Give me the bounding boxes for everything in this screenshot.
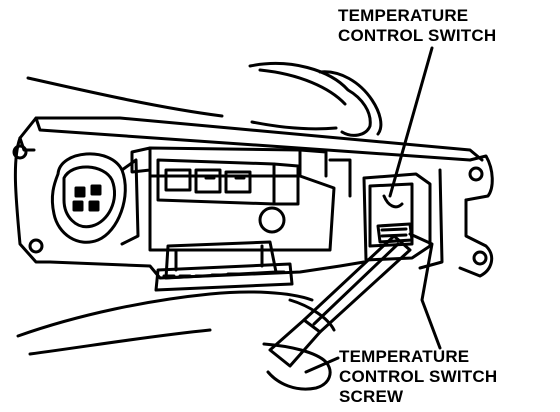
callout-screw-line-2: CONTROL SWITCH <box>339 367 498 386</box>
callout-switch-line-2: CONTROL SWITCH <box>338 26 497 45</box>
blower-knob <box>50 152 140 246</box>
screwdriver <box>268 234 412 368</box>
ribbon-connector <box>154 240 294 292</box>
callout-screw-line-3: SCREW <box>339 387 404 406</box>
callout-leader-lines <box>304 46 442 374</box>
callout-screw-line-1: TEMPERATURE <box>339 347 470 366</box>
callout-temperature-control-switch: TEMPERATURE CONTROL SWITCH <box>338 6 496 46</box>
callout-switch-line-1: TEMPERATURE <box>338 6 469 25</box>
control-panel-housing <box>12 116 494 280</box>
center-connector <box>130 146 352 252</box>
lower-hand <box>16 290 336 391</box>
upper-hand <box>26 62 383 137</box>
temperature-control-switch <box>362 172 432 262</box>
callout-temperature-control-switch-screw: TEMPERATURE CONTROL SWITCH SCREW <box>339 347 497 407</box>
